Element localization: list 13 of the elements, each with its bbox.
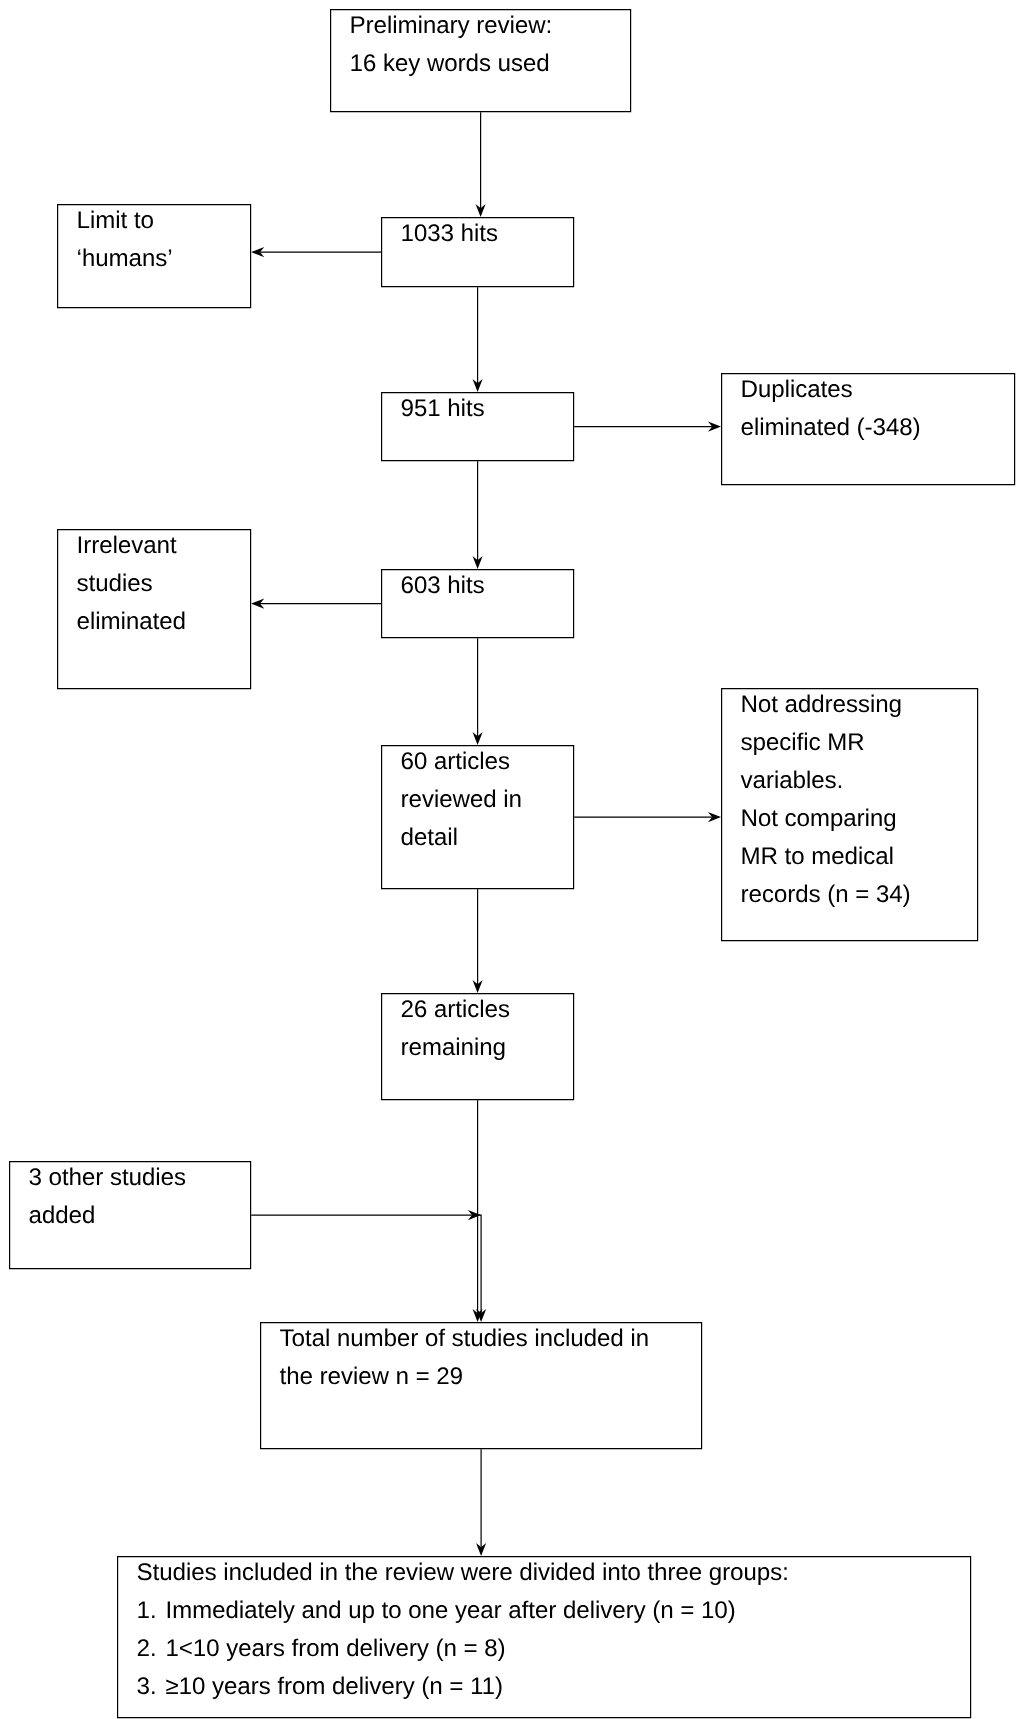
process-box: Preliminary review: 16 key words used: [330, 9, 632, 113]
process-box: Total number of studies included in the review n = 29: [260, 1322, 703, 1450]
process-box: 3 other studies added: [9, 1161, 252, 1270]
process-box: Irrelevant studies eliminated: [57, 529, 252, 690]
process-box: 603 hits: [381, 569, 575, 639]
process-box: 1033 hits: [381, 217, 575, 288]
process-box: 60 articles reviewed in detail: [381, 745, 575, 890]
process-box: 951 hits: [381, 392, 575, 462]
process-box: Studies included in the review were divided into three groups: 1. Immediately and up to one year after delivery (n = 10) 2. 1<10 years from delivery (n = 8) 3. ≥10 years from delivery (n = 11): [117, 1556, 972, 1719]
process-box: Limit to ‘humans’: [57, 204, 252, 309]
process-box: Duplicates eliminated (-348): [721, 373, 1016, 486]
process-box: 26 articles remaining: [381, 993, 575, 1101]
process-box: Not addressing specific MR variables. Not comparing MR to medical records (n = 34): [721, 688, 979, 942]
